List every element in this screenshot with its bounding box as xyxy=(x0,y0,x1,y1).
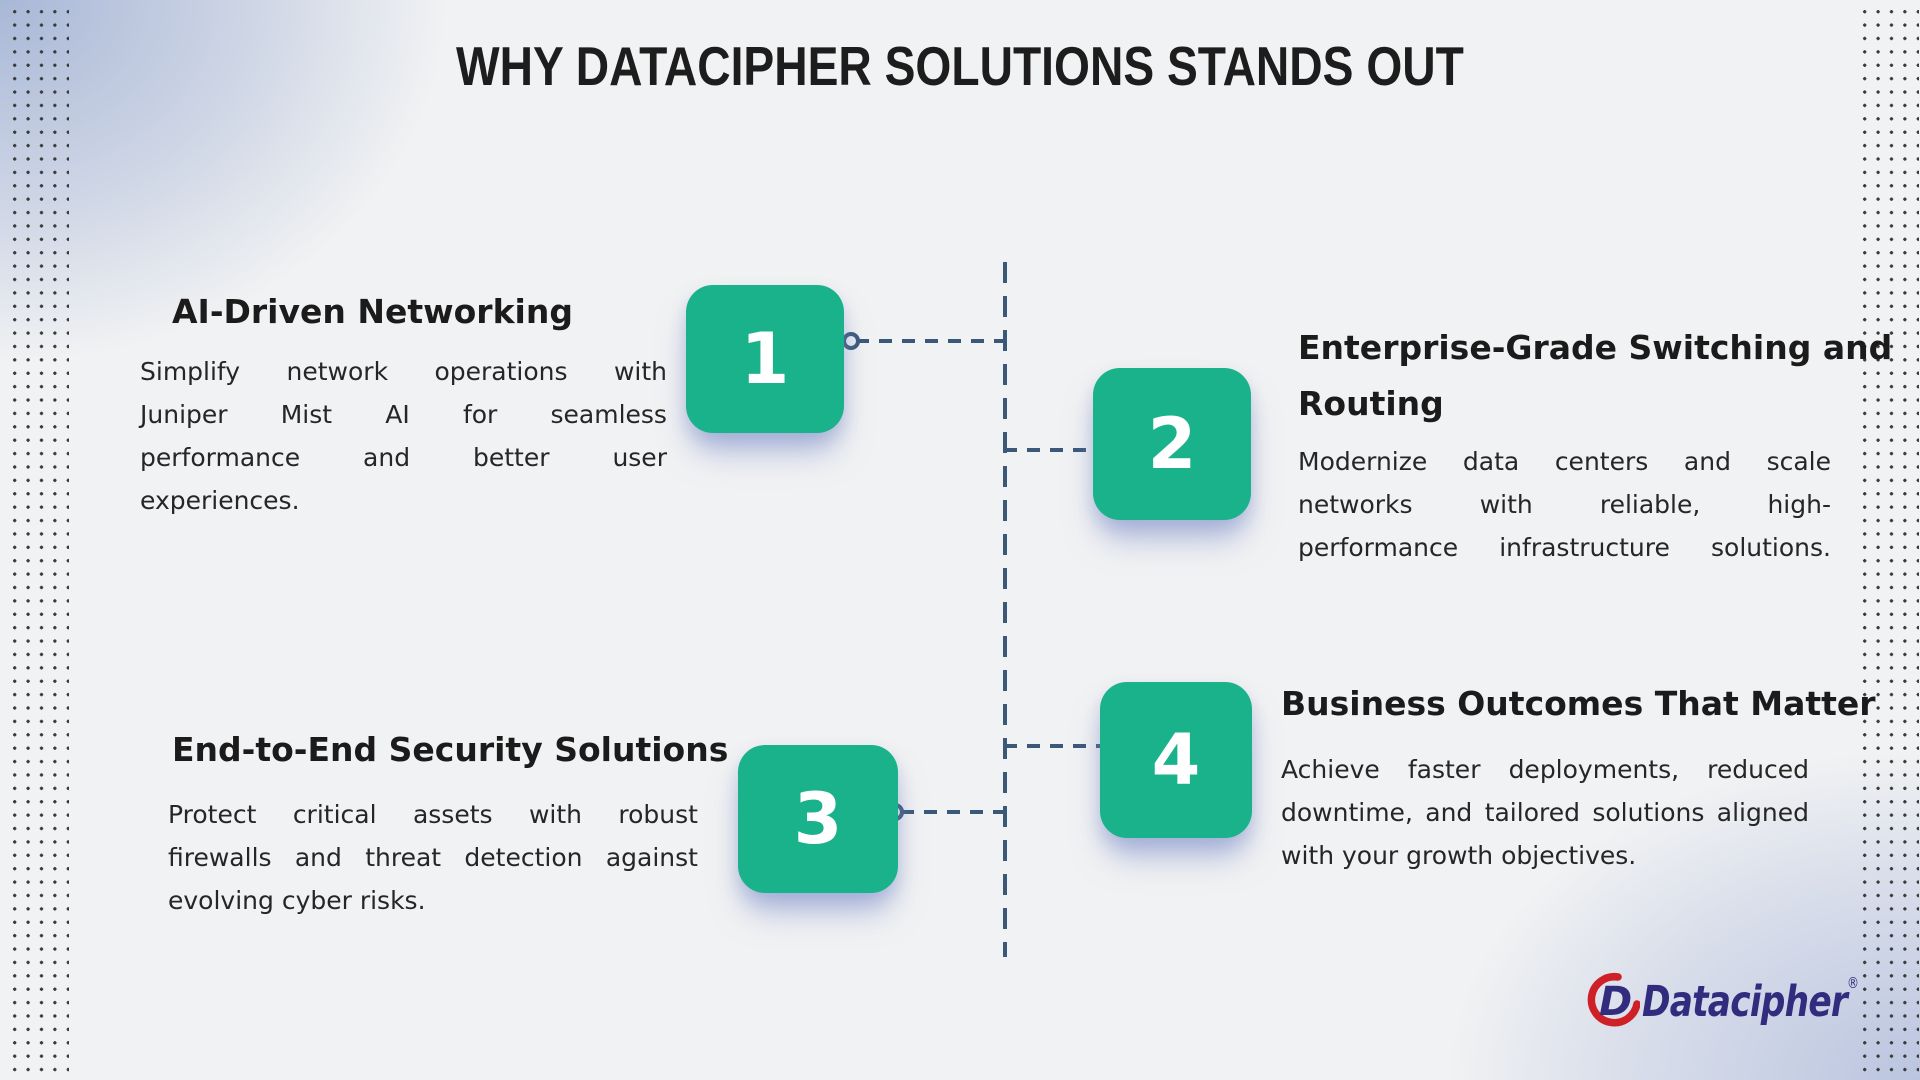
registered-mark: ® xyxy=(1847,973,1860,992)
step-number-3: 3 xyxy=(793,778,843,860)
datacipher-logo: D Datacipher® xyxy=(1586,968,1913,1032)
dot-pattern-left xyxy=(5,0,69,1080)
step-number-2: 2 xyxy=(1147,403,1197,485)
step-box-1: 1 xyxy=(686,285,844,433)
timeline-dashed-line xyxy=(1003,262,1007,957)
connector-line-4 xyxy=(1004,744,1101,748)
text-line: Routing xyxy=(1298,384,1444,423)
connector-node-1 xyxy=(842,332,860,350)
text-line: Enterprise-Grade Switching and xyxy=(1298,328,1893,367)
section-3-heading: End-to-End Security Solutions xyxy=(172,728,728,772)
page-title: WHY DATACIPHER SOLUTIONS STANDS OUT xyxy=(456,35,1464,97)
step-number-1: 1 xyxy=(740,318,790,400)
text-line: experiences. xyxy=(140,486,300,515)
step-number-4: 4 xyxy=(1151,719,1201,801)
text-line: evolving cyber risks. xyxy=(168,886,426,915)
step-box-4: 4 xyxy=(1100,682,1252,838)
section-1-heading: AI-Driven Networking xyxy=(172,290,573,334)
svg-text:D: D xyxy=(1599,979,1632,1025)
text-line: Business Outcomes That Matter xyxy=(1281,684,1876,723)
logo-d-icon: D xyxy=(1587,972,1640,1027)
step-box-3: 3 xyxy=(738,745,898,893)
text-line: End-to-End Security Solutions xyxy=(172,730,729,769)
section-4-heading: Business Outcomes That Matter xyxy=(1281,682,1876,726)
logo-wordmark: Datacipher® xyxy=(1642,973,1860,1027)
corner-gradient-top-left xyxy=(0,0,640,520)
step-box-2: 2 xyxy=(1093,368,1251,520)
text-line: AI-Driven Networking xyxy=(172,292,573,331)
text-line: with your growth objectives. xyxy=(1281,841,1637,870)
connector-line-2 xyxy=(1004,448,1094,452)
connector-line-1 xyxy=(856,339,1004,343)
connector-line-3 xyxy=(901,810,1004,814)
dot-pattern-right xyxy=(1855,0,1919,1080)
